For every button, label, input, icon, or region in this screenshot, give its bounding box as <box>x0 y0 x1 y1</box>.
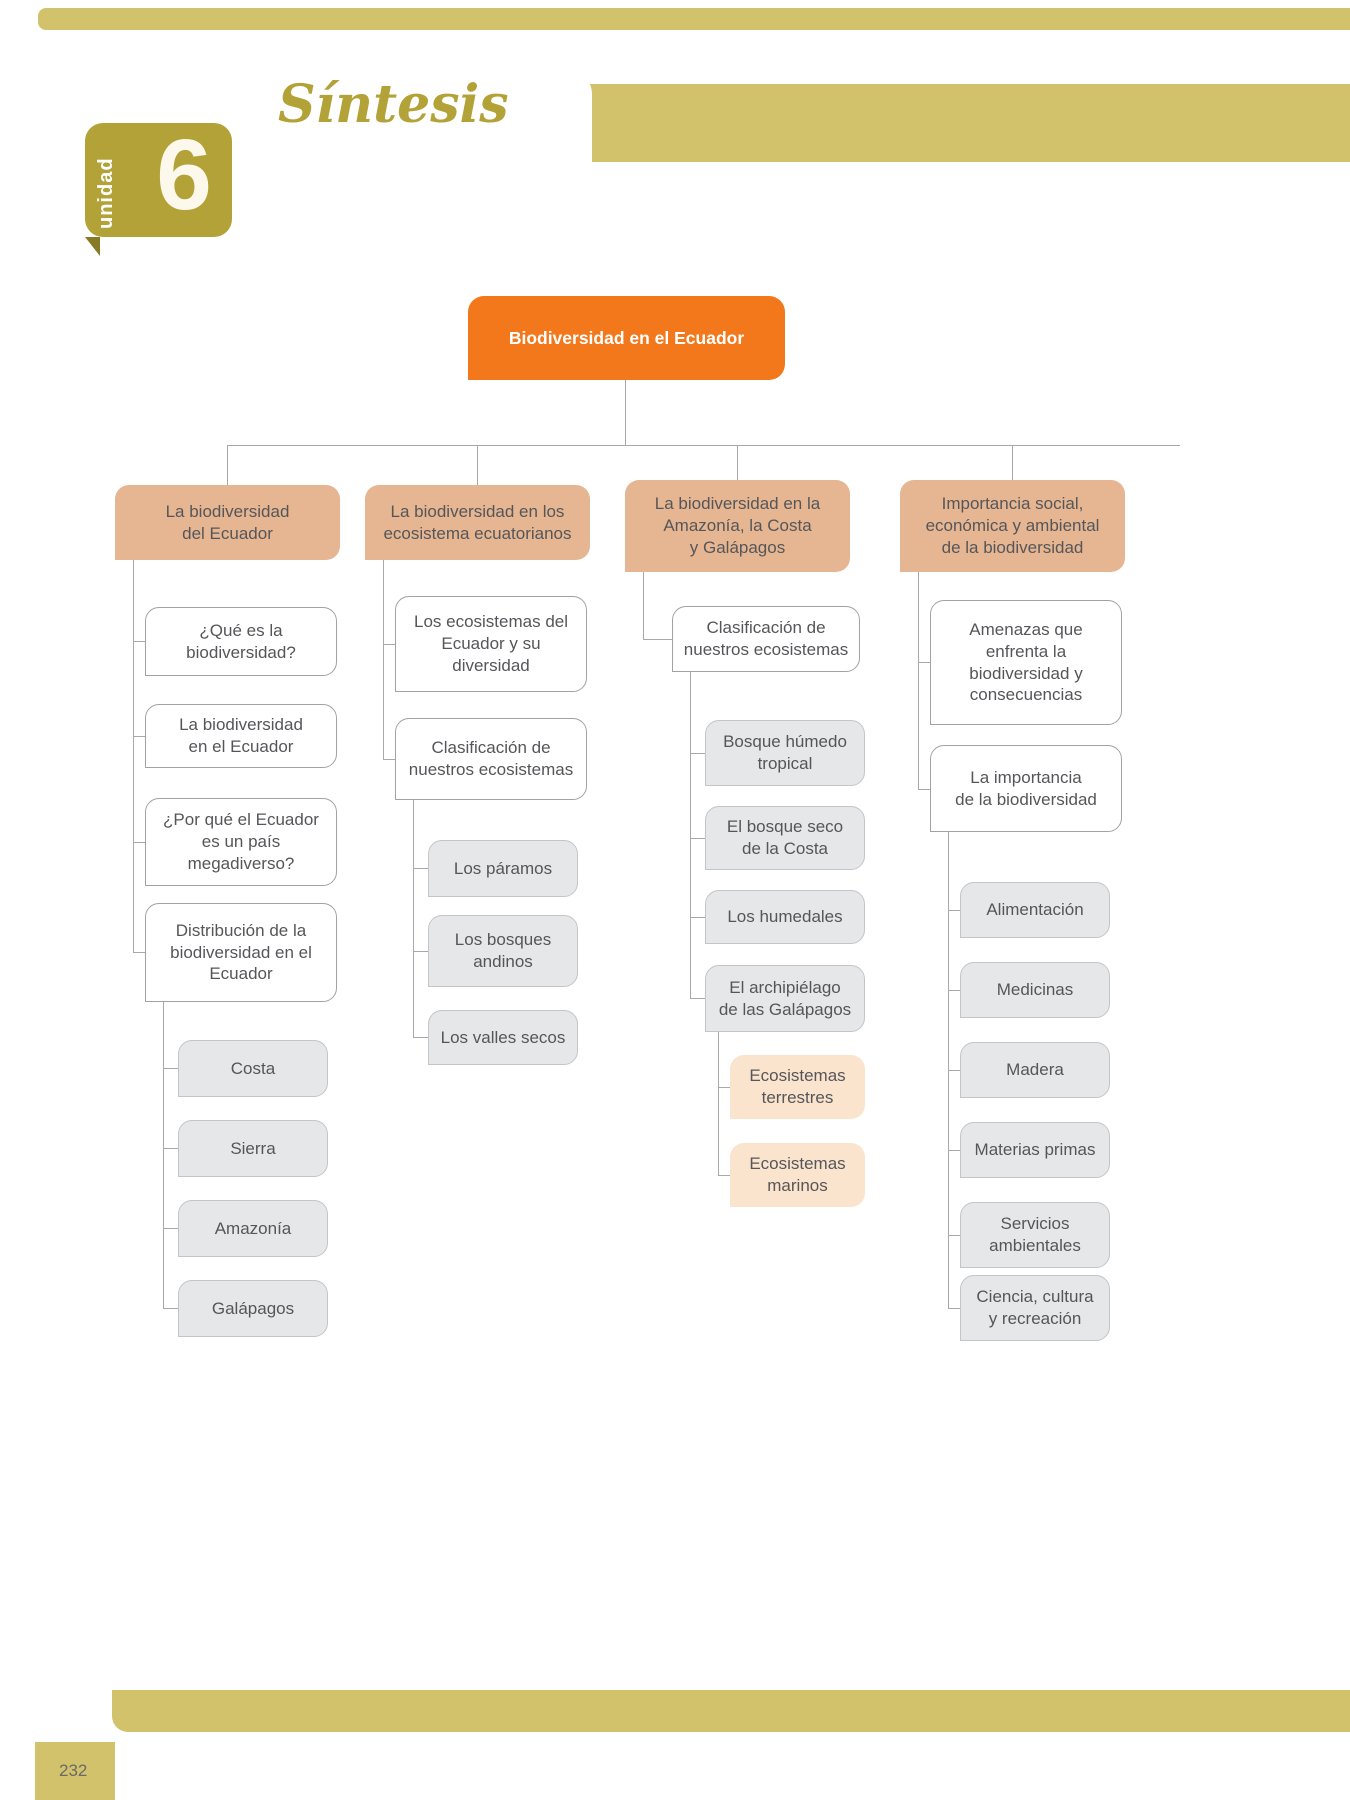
connector-line <box>690 838 705 839</box>
unit-number: 6 <box>156 119 212 231</box>
connector-line <box>383 560 384 759</box>
leaf-node-amazonia: Amazonía <box>178 1200 328 1257</box>
page-number: 232 <box>59 1761 88 1780</box>
topic-node-ecosistemas-diversidad: Los ecosistemas del Ecuador y su diversi… <box>395 596 587 692</box>
connector-line <box>163 1228 178 1229</box>
connector-line <box>133 842 145 843</box>
connector-line <box>383 644 395 645</box>
connector-line <box>948 910 960 911</box>
topic-node-amenazas-biodiversidad: Amenazas que enfrenta la biodiversidad y… <box>930 600 1122 725</box>
connector-line <box>163 1068 178 1069</box>
connector-line <box>133 641 145 642</box>
connector-line <box>918 789 930 790</box>
leaf-node-humedales: Los humedales <box>705 890 865 944</box>
connector-line <box>948 990 960 991</box>
connector-line <box>413 1037 428 1038</box>
connector-line <box>413 868 428 869</box>
root-node: Biodiversidad en el Ecuador <box>468 296 785 380</box>
topic-node-clasificacion-ecosistemas: Clasificación de nuestros ecosistemas <box>395 718 587 800</box>
leaf-node-galapagos: Galápagos <box>178 1280 328 1337</box>
connector-line <box>718 1175 730 1176</box>
unit-badge-fold <box>85 237 100 256</box>
unit-badge <box>85 123 232 237</box>
subleaf-node-ecosistemas-marinos: Ecosistemas marinos <box>730 1143 865 1207</box>
page-number-block: 232 <box>35 1742 115 1800</box>
connector-line <box>918 662 930 663</box>
leaf-node-paramos: Los páramos <box>428 840 578 897</box>
connector-line <box>718 1087 730 1088</box>
connector-line <box>477 445 478 485</box>
branch-node-biodiversidad-del-ecuador: La biodiversidad del Ecuador <box>115 485 340 560</box>
leaf-node-ciencia-cultura-recreacion: Ciencia, cultura y recreación <box>960 1275 1110 1341</box>
leaf-node-medicinas: Medicinas <box>960 962 1110 1018</box>
connector-line <box>1012 445 1013 480</box>
connector-line <box>948 1150 960 1151</box>
connector-line <box>690 998 705 999</box>
connector-line <box>948 1308 960 1309</box>
connector-line <box>625 380 626 445</box>
leaf-node-archipielago-galapagos: El archipiélago de las Galápagos <box>705 965 865 1032</box>
connector-line <box>643 572 644 639</box>
connector-line <box>690 672 691 998</box>
topic-node-que-es-la-biodiversidad: ¿Qué es la biodiversidad? <box>145 607 337 676</box>
leaf-node-bosques-andinos: Los bosques andinos <box>428 915 578 987</box>
topic-node-biodiversidad-en-el-ecuador: La biodiversidad en el Ecuador <box>145 704 337 768</box>
connector-line <box>718 1032 719 1175</box>
page-title: Síntesis <box>278 74 509 135</box>
connector-line <box>737 445 738 480</box>
connector-line <box>948 1235 960 1236</box>
top-accent-bar <box>38 8 1350 30</box>
topic-node-clasificacion-nuestros-ecosistemas: Clasificación de nuestros ecosistemas <box>672 606 860 672</box>
unit-label: unidad <box>95 157 117 229</box>
leaf-node-valles-secos: Los valles secos <box>428 1010 578 1065</box>
leaf-node-sierra: Sierra <box>178 1120 328 1177</box>
branch-node-amazonia-costa-galapagos: La biodiversidad en la Amazonía, la Cost… <box>625 480 850 572</box>
connector-line <box>227 445 1180 446</box>
connector-line <box>918 572 919 789</box>
leaf-node-bosque-humedo-tropical: Bosque húmedo tropical <box>705 720 865 786</box>
connector-line <box>948 1070 960 1071</box>
connector-line <box>133 736 145 737</box>
topic-node-pais-megadiverso: ¿Por qué el Ecuador es un país megadiver… <box>145 798 337 886</box>
subleaf-node-ecosistemas-terrestres: Ecosistemas terrestres <box>730 1055 865 1119</box>
connector-line <box>227 445 228 485</box>
footer-bar <box>112 1690 1350 1732</box>
leaf-node-alimentacion: Alimentación <box>960 882 1110 938</box>
connector-line <box>413 951 428 952</box>
leaf-node-materias-primas: Materias primas <box>960 1122 1110 1178</box>
connector-line <box>163 1308 178 1309</box>
connector-line <box>383 759 395 760</box>
connector-line <box>690 917 705 918</box>
leaf-node-bosque-seco-costa: El bosque seco de la Costa <box>705 806 865 870</box>
connector-line <box>163 1148 178 1149</box>
connector-line <box>413 800 414 1037</box>
connector-line <box>133 560 134 952</box>
topic-node-distribucion-biodiversidad: Distribución de la biodiversidad en el E… <box>145 903 337 1002</box>
leaf-node-costa: Costa <box>178 1040 328 1097</box>
connector-line <box>163 1002 164 1308</box>
leaf-node-servicios-ambientales: Servicios ambientales <box>960 1202 1110 1268</box>
connector-line <box>643 639 672 640</box>
connector-line <box>690 753 705 754</box>
connector-line <box>133 952 145 953</box>
branch-node-importancia-biodiversidad: Importancia social, económica y ambienta… <box>900 480 1125 572</box>
branch-node-ecosistemas-ecuatorianos: La biodiversidad en los ecosistema ecuat… <box>365 485 590 560</box>
topic-node-importancia-de-la-biodiversidad: La importancia de la biodiversidad <box>930 745 1122 832</box>
leaf-node-madera: Madera <box>960 1042 1110 1098</box>
